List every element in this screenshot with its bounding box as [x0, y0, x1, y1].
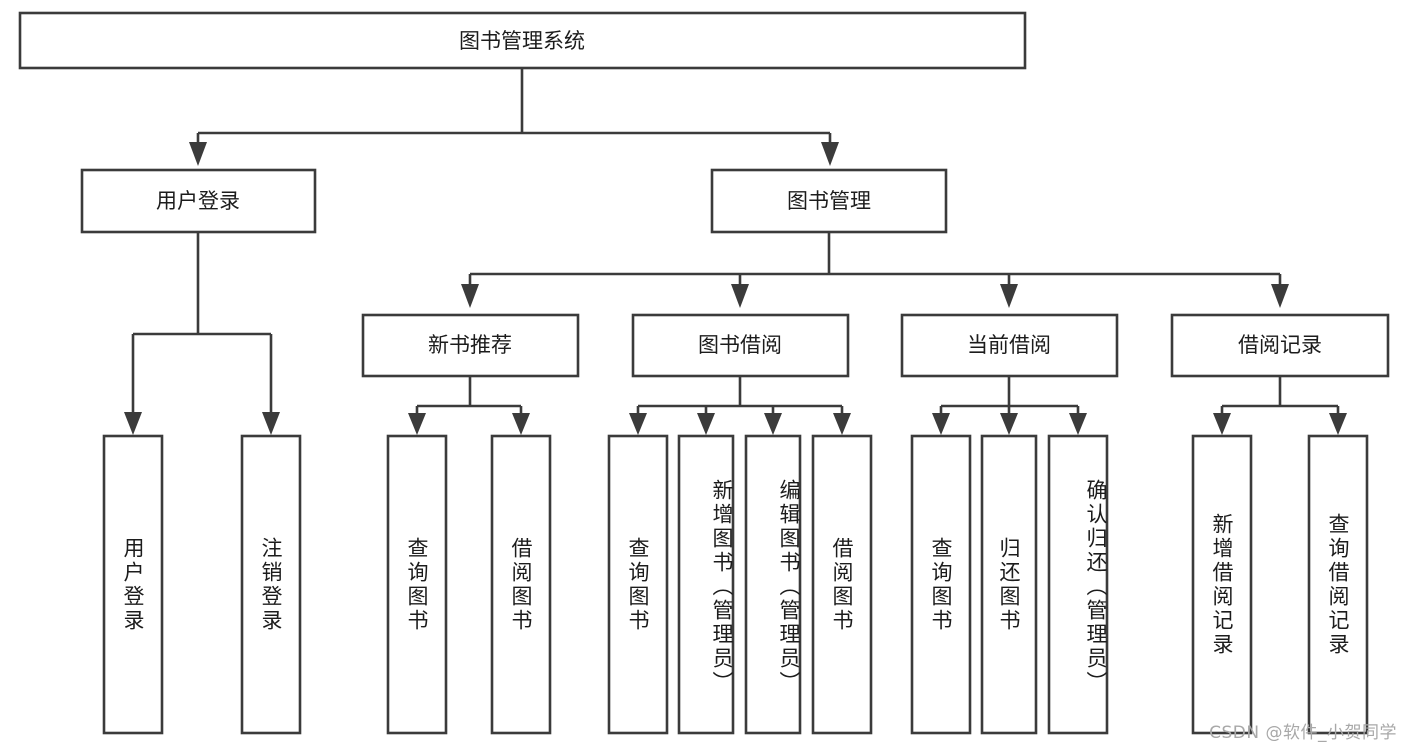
leaf-user-logout-box[interactable] [240, 434, 302, 735]
leaf-query-book-2-box[interactable] [607, 434, 669, 735]
node-book-borrow-label: 图书借阅 [698, 333, 782, 357]
node-current-borrow-label: 当前借阅 [967, 333, 1051, 357]
arrow-head-icon [124, 412, 142, 435]
leaf-query-book-1-box[interactable] [386, 434, 448, 735]
leaf-borrow-book-1-box[interactable] [490, 434, 552, 735]
node-borrow-record-label: 借阅记录 [1238, 333, 1322, 357]
edge-current-borrow-to-leaves [932, 376, 1087, 435]
node-root-label: 图书管理系统 [459, 29, 585, 53]
arrow-head-icon [1000, 413, 1018, 435]
leaf-borrow-book-2-box[interactable] [811, 434, 873, 735]
edge-book-borrow-to-leaves [629, 376, 851, 435]
leaf-return-book-box[interactable] [980, 434, 1038, 735]
arrow-head-icon [932, 413, 950, 435]
leaf-confirm-return-box[interactable] [1047, 434, 1109, 735]
arrow-head-icon [1069, 413, 1087, 435]
node-book-management[interactable]: 图书管理 [710, 168, 948, 234]
edge-root-to-level2 [189, 68, 839, 166]
arrow-head-icon [821, 142, 839, 166]
leaf-query-book-3-box[interactable] [910, 434, 972, 735]
arrow-head-icon [1271, 284, 1289, 308]
arrow-head-icon [189, 142, 207, 166]
arrow-head-icon [1000, 284, 1018, 308]
arrow-head-icon [1329, 413, 1347, 435]
node-root-box[interactable] [18, 11, 1027, 70]
node-new-book-recommend-label: 新书推荐 [428, 333, 512, 357]
arrow-head-icon [408, 413, 426, 435]
node-book-borrow[interactable]: 图书借阅 [631, 313, 850, 378]
leaf-user-login-box[interactable] [102, 434, 164, 735]
arrow-head-icon [1213, 413, 1231, 435]
edge-borrow-record-to-leaves [1213, 376, 1347, 435]
leaf-edit-book-box[interactable] [744, 434, 802, 735]
edge-user-login-to-leaves [124, 232, 280, 435]
node-new-book-recommend[interactable]: 新书推荐 [361, 313, 580, 378]
leaf-add-record-box[interactable] [1191, 434, 1253, 735]
node-root[interactable]: 图书管理系统 [18, 11, 1027, 70]
node-user-login[interactable]: 用户登录 [80, 168, 317, 234]
node-new-book-recommend-box[interactable] [361, 313, 580, 378]
arrow-head-icon [764, 413, 782, 435]
node-user-login-label: 用户登录 [156, 189, 240, 213]
arrow-head-icon [512, 413, 530, 435]
arrow-head-icon [731, 284, 749, 308]
csdn-watermark: CSDN @软件_小贺同学 [1209, 723, 1397, 743]
leaf-query-record-box[interactable] [1307, 434, 1369, 735]
node-current-borrow[interactable]: 当前借阅 [900, 313, 1119, 378]
arrow-head-icon [629, 413, 647, 435]
node-user-login-box[interactable] [80, 168, 317, 234]
edge-book-management-to-level3 [461, 232, 1289, 308]
node-book-management-label: 图书管理 [787, 189, 871, 213]
node-current-borrow-box[interactable] [900, 313, 1119, 378]
leaf-add-book-box[interactable] [677, 434, 735, 735]
arrow-head-icon [697, 413, 715, 435]
arrow-head-icon [833, 413, 851, 435]
node-borrow-record[interactable]: 借阅记录 [1170, 313, 1390, 378]
arrow-head-icon [262, 412, 280, 435]
arrow-head-icon [461, 284, 479, 308]
edge-new-book-recommend-to-leaves [408, 376, 530, 435]
